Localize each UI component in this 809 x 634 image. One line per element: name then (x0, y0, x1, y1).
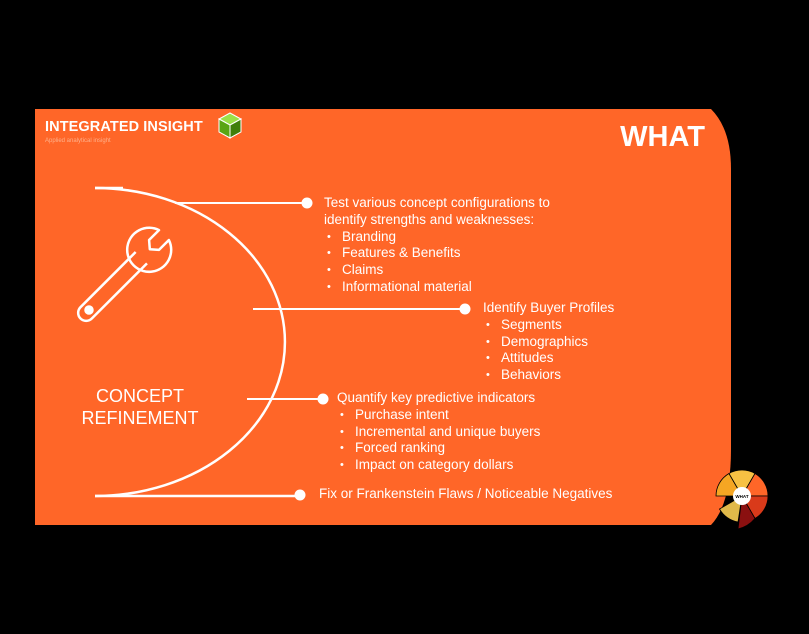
list-item: Branding (324, 229, 550, 246)
brand-tagline: Applied analytical insight (45, 138, 111, 144)
point-text: identify strengths and weaknesses: (324, 211, 535, 227)
list-item: Behaviors (483, 367, 614, 384)
section-wheel-icon: WHAT (715, 469, 769, 530)
wheel-center-label: WHAT (735, 494, 748, 499)
connector-dot (459, 303, 471, 315)
point-block-1: Test various concept configurations to i… (324, 195, 550, 296)
slide-background (35, 109, 731, 525)
point-text: Test various concept configurations to (324, 195, 550, 210)
list-item: Impact on category dollars (337, 457, 540, 474)
point-block-2: Identify Buyer Profiles Segments Demogra… (483, 300, 614, 384)
slide: INTEGRATED INSIGHT Applied analytical in… (35, 109, 809, 525)
point-block-4: Fix or Frankenstein Flaws / Noticeable N… (319, 486, 612, 503)
list-item: Incremental and unique buyers (337, 424, 540, 441)
connector-dot (301, 197, 313, 209)
semicircle-arc (94, 186, 287, 498)
list-item: Purchase intent (337, 407, 540, 424)
list-item: Claims (324, 262, 550, 279)
bullet-list: Branding Features & Benefits Claims Info… (324, 229, 550, 296)
brand-name: INTEGRATED INSIGHT (45, 119, 203, 135)
wrench-icon (76, 226, 173, 323)
bullet-list: Purchase intent Incremental and unique b… (337, 407, 540, 474)
connector-diagram (76, 186, 471, 501)
list-item: Attitudes (483, 350, 614, 367)
bullet-list: Segments Demographics Attitudes Behavior… (483, 317, 614, 384)
list-item: Segments (483, 317, 614, 334)
connector-dot (294, 489, 306, 501)
point-text: Identify Buyer Profiles (483, 300, 615, 315)
list-item: Informational material (324, 279, 550, 296)
list-item: Demographics (483, 334, 614, 351)
page-title: WHAT (620, 121, 705, 153)
concept-line2: REFINEMENT (81, 408, 199, 428)
connector-dot (317, 393, 329, 405)
list-item: Features & Benefits (324, 245, 550, 262)
concept-label: CONCEPT REFINEMENT (65, 385, 215, 429)
concept-line1: CONCEPT (95, 386, 184, 406)
cube-logo-icon (217, 112, 243, 139)
list-item: Forced ranking (337, 440, 540, 457)
point-block-3: Quantify key predictive indicators Purch… (337, 390, 540, 474)
point-text: Fix or Frankenstein Flaws / Noticeable N… (319, 486, 613, 501)
point-text: Quantify key predictive indicators (337, 390, 536, 405)
